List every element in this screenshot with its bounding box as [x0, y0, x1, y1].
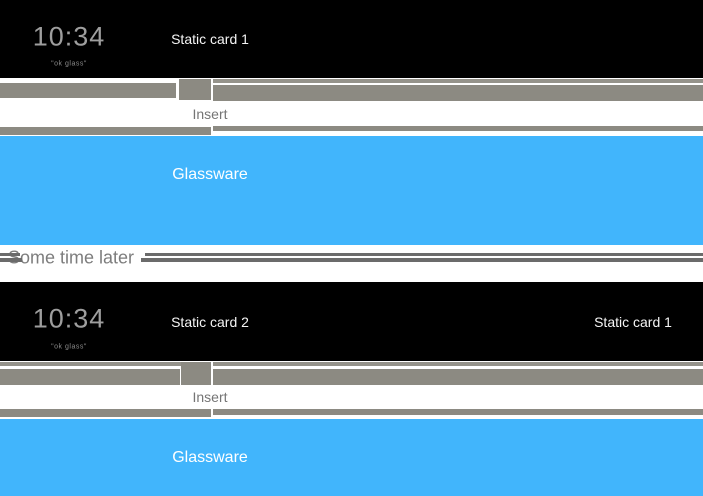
deck-bottom-strip-right: [213, 409, 703, 415]
glassware-card: Glassware: [0, 419, 703, 496]
divider-rule-left-bottom: [0, 258, 22, 262]
timeline-card-row-1: 10:34 "ok glass" Static card 1: [0, 0, 703, 78]
glassware-card: Glassware: [0, 136, 703, 245]
deck-bar-left: [0, 369, 180, 385]
insert-marker-label: Insert: [192, 106, 228, 122]
timeline-card-row-2: 10:34 "ok glass" Static card 2 Static ca…: [0, 282, 703, 361]
deck-bottom-strip-left: [0, 409, 211, 417]
insert-marker-label: Insert: [192, 389, 228, 405]
deck-bar-left: [0, 83, 176, 98]
deck-bottom-strip-right: [213, 126, 703, 131]
static-card-1-label: Static card 1: [594, 314, 672, 330]
deck-bar-right: [213, 85, 703, 101]
glassware-card-label: Glassware: [172, 449, 248, 466]
divider-rule-right-bottom: [141, 258, 703, 262]
clock-time: 10:34: [32, 21, 106, 52]
static-card-1-label: Static card 1: [171, 31, 249, 47]
glassware-card-label: Glassware: [172, 166, 248, 183]
some-time-later-label: Some time later: [8, 247, 135, 268]
deck-top-strip-right: [213, 362, 703, 366]
divider-rule-right-top: [145, 253, 703, 256]
insert-slot-column: [181, 362, 211, 385]
deck-bar-right: [213, 369, 703, 385]
deck-top-strip-left: [0, 362, 207, 366]
ok-glass-hint: "ok glass": [51, 343, 87, 351]
ok-glass-hint: "ok glass": [51, 60, 87, 68]
deck-bottom-strip-left: [0, 127, 211, 135]
deck-top-strip-right: [213, 79, 703, 83]
static-card-2-label: Static card 2: [171, 314, 249, 330]
divider-rule-left-top: [0, 253, 20, 256]
clock-time: 10:34: [32, 303, 106, 334]
insert-slot-column: [179, 79, 211, 100]
